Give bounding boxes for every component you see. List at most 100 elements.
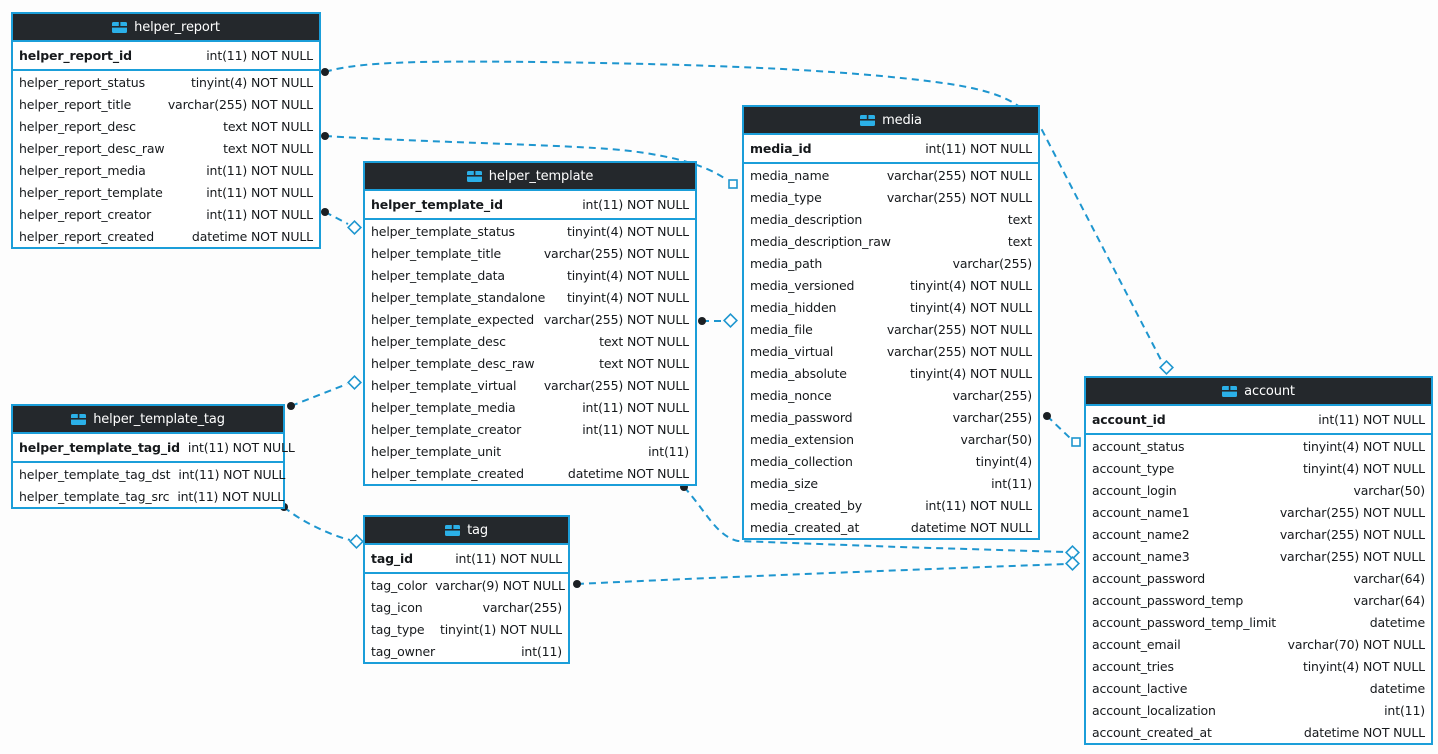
table-helper_template_tag[interactable]: helper_template_tag helper_template_tag_… xyxy=(11,404,295,509)
table-header[interactable]: tag xyxy=(365,517,568,545)
column-name: media_virtual xyxy=(750,343,834,359)
column-type: tinyint(4) NOT NULL xyxy=(190,74,313,90)
relation-line-helper_template_tag-tag[interactable] xyxy=(283,506,351,541)
column-name: tag_owner xyxy=(371,643,436,659)
column-row: media_size int(11) xyxy=(744,472,1038,494)
column-type: varchar(255) NOT NULL xyxy=(886,321,1032,337)
column-name: account_email xyxy=(1092,636,1181,652)
column-name: helper_report_creator xyxy=(19,206,152,222)
column-name: helper_template_data xyxy=(371,267,505,283)
table-title: account xyxy=(1244,383,1295,399)
relation-line-media-account[interactable] xyxy=(1046,415,1071,439)
column-type: varchar(255) NOT NULL xyxy=(1279,504,1425,520)
column-type: text NOT NULL xyxy=(223,140,313,156)
relation-endpoint-diamond xyxy=(1065,556,1080,571)
relation-line-helper_template-account[interactable] xyxy=(683,486,1067,553)
column-name: helper_report_media xyxy=(19,162,146,178)
column-type: text NOT NULL xyxy=(599,355,689,371)
table-header[interactable]: media xyxy=(744,107,1038,135)
column-name: account_status xyxy=(1092,438,1185,454)
column-type: varchar(255) NOT NULL xyxy=(886,189,1032,205)
table-title: helper_report xyxy=(134,19,220,35)
column-type: varchar(255) NOT NULL xyxy=(543,311,689,327)
relation-line-helper_report-helper_template[interactable] xyxy=(324,211,349,225)
column-type: datetime xyxy=(1369,680,1425,696)
column-name: media_id xyxy=(750,141,812,156)
table-header[interactable]: account xyxy=(1086,378,1431,406)
column-type: int(11) xyxy=(991,475,1032,491)
column-type: int(11) NOT NULL xyxy=(177,488,285,504)
column-row: helper_report_media int(11) NOT NULL xyxy=(13,159,319,181)
column-name: media_description_raw xyxy=(750,233,891,249)
table-header[interactable]: helper_report xyxy=(13,14,319,42)
relation-endpoint-diamond xyxy=(347,220,362,235)
column-type: int(11) NOT NULL xyxy=(925,141,1032,156)
column-name: account_password_temp xyxy=(1092,592,1244,608)
column-name: media_collection xyxy=(750,453,853,469)
column-name: helper_report_created xyxy=(19,228,154,244)
column-name: media_created_by xyxy=(750,497,862,513)
table-header[interactable]: helper_template_tag xyxy=(13,406,283,434)
relation-endpoint-square xyxy=(728,179,738,189)
column-name: account_lactive xyxy=(1092,680,1188,696)
column-type: tinyint(4) NOT NULL xyxy=(1302,438,1425,454)
column-name: media_absolute xyxy=(750,365,847,381)
column-type: int(11) xyxy=(1384,702,1425,718)
column-name: media_size xyxy=(750,475,818,491)
column-type: text xyxy=(1007,211,1032,227)
column-type: int(11) xyxy=(648,443,689,459)
column-name: helper_template_tag_src xyxy=(19,488,170,504)
column-name: media_description xyxy=(750,211,863,227)
column-name: helper_template_expected xyxy=(371,311,535,327)
column-name: helper_report_id xyxy=(19,48,132,63)
column-type: tinyint(1) NOT NULL xyxy=(439,621,562,637)
relation-line-helper_template_tag-helper_template[interactable] xyxy=(290,383,348,407)
column-type: varchar(255) NOT NULL xyxy=(543,245,689,261)
relation-line-tag-account[interactable] xyxy=(576,563,1067,585)
relation-endpoint-diamond xyxy=(723,313,738,328)
column-name: tag_color xyxy=(371,577,428,593)
column-type: varchar(255) NOT NULL xyxy=(886,167,1032,183)
column-row: media_description text xyxy=(744,208,1038,230)
relation-line-helper_report-account[interactable] xyxy=(324,60,1162,361)
column-type: int(11) xyxy=(521,643,562,659)
column-type: int(11) NOT NULL xyxy=(206,162,313,178)
column-type: tinyint(4) NOT NULL xyxy=(909,365,1032,381)
column-name: helper_report_title xyxy=(19,96,132,112)
column-name: account_name3 xyxy=(1092,548,1190,564)
column-type: varchar(50) xyxy=(960,431,1032,447)
table-helper_report[interactable]: helper_report helper_report_id int(11) NO… xyxy=(11,12,321,249)
relation-endpoint-diamond xyxy=(349,534,364,549)
table-title: helper_template_tag xyxy=(93,411,225,427)
column-name: account_password xyxy=(1092,570,1205,586)
column-name: media_type xyxy=(750,189,822,205)
table-header[interactable]: helper_template xyxy=(365,163,695,191)
column-name: helper_template_id xyxy=(371,197,503,212)
